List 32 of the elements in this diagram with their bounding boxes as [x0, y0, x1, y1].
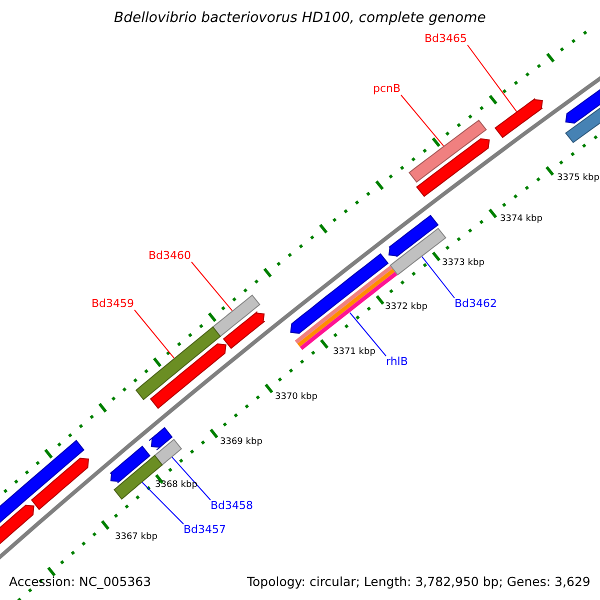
leader-line — [142, 482, 184, 524]
gene-label: Bd3457 — [184, 524, 226, 536]
gene-block — [494, 98, 543, 138]
gene-block — [154, 438, 182, 466]
gene-block — [135, 326, 221, 400]
genome-stats-note: Topology: circular; Length: 3,782,950 bp; Genes: 3,629 — [247, 575, 590, 589]
title: Bdellovibrio bacteriovorus HD100, complete genome — [114, 10, 486, 26]
accession-note: Accession: NC_005363 — [9, 575, 152, 589]
leader-line — [467, 44, 518, 112]
tick-label: 3372 kbp — [385, 303, 428, 313]
tick-label: 3374 kbp — [500, 215, 542, 225]
gene-block — [212, 294, 260, 338]
tick-label: 3369 kbp — [220, 438, 262, 448]
gene-label: Bd3465 — [424, 33, 468, 46]
gene-block — [408, 120, 487, 183]
gene-label: Bd3460 — [148, 250, 192, 262]
leader-line — [422, 256, 455, 298]
tick-label: 3367 kbp — [115, 533, 158, 543]
gene-label: Bd3458 — [210, 500, 254, 512]
gene-label: pcnB — [373, 83, 401, 96]
tick-label: 3371 kbp — [333, 348, 376, 358]
leader-line — [191, 262, 233, 312]
gene-label: Bd3462 — [454, 298, 498, 310]
tick-label: 3375 kbp — [557, 174, 600, 184]
gene-label: Bd3459 — [92, 298, 134, 310]
tick-label: 3373 kbp — [442, 259, 484, 269]
leader-line — [134, 310, 175, 359]
gene-label: rhlB — [386, 356, 408, 368]
tick-label: 3368 kbp — [155, 481, 198, 491]
leader-line — [349, 312, 386, 356]
leader-line — [400, 94, 444, 146]
tick-label: 3370 kbp — [275, 393, 318, 403]
